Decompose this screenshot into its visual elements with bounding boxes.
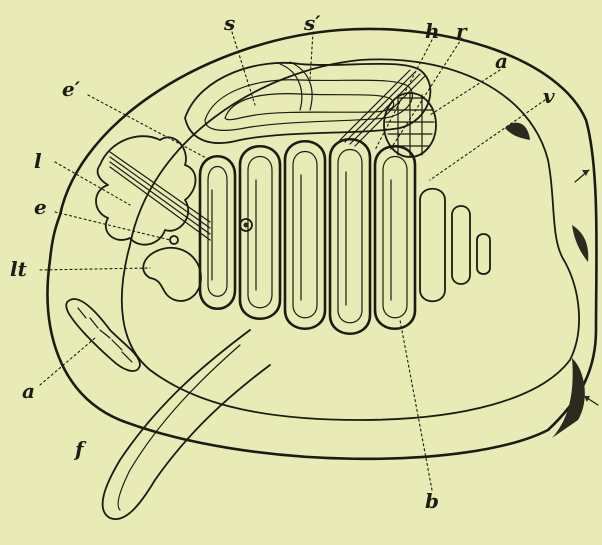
- label-r: r: [456, 19, 468, 43]
- outflow-arrow-icon: [584, 396, 598, 405]
- label-v: v: [543, 84, 555, 108]
- label-f: f: [73, 437, 87, 461]
- label-a-left: a: [22, 379, 35, 403]
- mantle-line: [122, 59, 579, 420]
- shell-margin-notch: [505, 123, 530, 140]
- shell-side-shading: [572, 225, 588, 262]
- label-s-prime: s′: [303, 11, 321, 35]
- ganglion-spot: [170, 236, 178, 244]
- intestine-loops: [185, 62, 430, 143]
- inflow-arrow-icon: [575, 170, 589, 182]
- label-l: l: [34, 149, 42, 173]
- label-s: s: [223, 11, 235, 35]
- label-h: h: [425, 19, 440, 43]
- label-lt: lt: [10, 257, 28, 281]
- eye-pupil: [244, 223, 249, 228]
- label-e: e: [34, 195, 47, 219]
- label-b: b: [425, 489, 439, 513]
- label-e-prime: e′: [62, 77, 81, 101]
- labial-palp: [143, 248, 201, 301]
- shell-edge-shading: [552, 358, 585, 438]
- gonad-cluster: [66, 299, 140, 371]
- label-a-top: a: [495, 49, 508, 73]
